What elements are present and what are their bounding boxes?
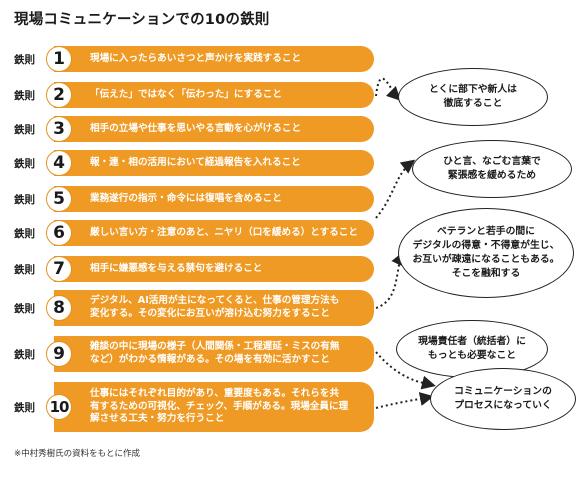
rule-number: 9 bbox=[46, 341, 72, 367]
rule-label: 鉄則 bbox=[14, 157, 35, 170]
connector-rule8-bubble3 bbox=[375, 251, 405, 309]
rule-text: 相手の立場や仕事を思いやる言動を心がけること bbox=[90, 122, 302, 134]
bubble-staff-newcomers: とくに部下や新人は 徹底すること bbox=[398, 68, 548, 126]
connector-rule6-bubble2 bbox=[375, 159, 416, 219]
rule-number: 2 bbox=[46, 82, 72, 108]
bubble-ease-tension: ひと言、なごむ言葉で 緊張感を緩めるため bbox=[412, 140, 572, 198]
bubble-communication-process: コミュニケーションの プロセスになっていく bbox=[430, 368, 576, 430]
rule-text: 報・連・相の活用において経過報告を入れること bbox=[90, 156, 301, 168]
rule-label: 鉄則 bbox=[14, 123, 35, 136]
rule-number: 3 bbox=[46, 116, 72, 142]
rule-bar bbox=[54, 186, 374, 212]
rule-2: 鉄則 2 「伝えた」ではなく「伝わった」にすること bbox=[14, 82, 374, 108]
rule-label: 鉄則 bbox=[14, 89, 35, 102]
rule-number: 7 bbox=[46, 256, 72, 282]
rule-text: デジタル、AI活用が主になってくると、仕事の管理方法も 変化する。その変化にお互… bbox=[90, 295, 340, 319]
rule-number: 10 bbox=[46, 394, 72, 420]
rule-number: 8 bbox=[46, 295, 72, 321]
rule-number: 5 bbox=[46, 186, 72, 212]
rule-7: 鉄則 7 相手に嫌悪感を与える禁句を避けること bbox=[14, 256, 374, 282]
rule-bar bbox=[54, 150, 374, 176]
rule-8: 鉄則 8 デジタル、AI活用が主になってくると、仕事の管理方法も 変化する。その… bbox=[14, 290, 374, 326]
connector-rule10-bubble5 bbox=[375, 392, 434, 409]
rule-label: 鉄則 bbox=[14, 302, 35, 315]
rule-bar bbox=[54, 382, 374, 432]
rule-label: 鉄則 bbox=[14, 348, 35, 361]
rule-label: 鉄則 bbox=[14, 193, 35, 206]
rule-number: 1 bbox=[46, 46, 72, 72]
rule-number: 6 bbox=[46, 220, 72, 246]
rule-4: 鉄則 4 報・連・相の活用において経過報告を入れること bbox=[14, 150, 374, 176]
rule-9: 鉄則 9 雑談の中に現場の様子（人間関係・工程遅延・ミスの有無 など）がわかる情… bbox=[14, 336, 374, 372]
rule-bar bbox=[54, 336, 374, 372]
rule-text: 仕事にはそれぞれ目的があり、重要度もある。それらを共 有するための可視化、チェッ… bbox=[90, 387, 349, 425]
rule-10: 鉄則 10 仕事にはそれぞれ目的があり、重要度もある。それらを共 有するための可… bbox=[14, 382, 374, 432]
rule-text: 「伝えた」ではなく「伝わった」にすること bbox=[90, 88, 282, 100]
rule-bar bbox=[54, 116, 374, 142]
rule-6: 鉄則 6 厳しい言い方・注意のあと、ニヤリ（口を緩める）とすること bbox=[14, 220, 374, 246]
connector-rule2-bubble1 bbox=[375, 77, 401, 101]
rule-bar bbox=[54, 256, 374, 282]
rule-text: 雑談の中に現場の様子（人間関係・工程遅延・ミスの有無 など）がわかる情報がある。… bbox=[90, 341, 340, 365]
rule-label: 鉄則 bbox=[14, 263, 35, 276]
rule-text: 相手に嫌悪感を与える禁句を避けること bbox=[90, 262, 263, 274]
rule-text: 業務遂行の指示・命令には復唱を含めること bbox=[90, 192, 282, 204]
source-note: ※中村秀樹氏の資料をもとに作成 bbox=[14, 449, 140, 459]
rule-label: 鉄則 bbox=[14, 53, 35, 66]
bubble-digital-gap: ベテランと若手の間に デジタルの得意・不得意が生じ、 お互いが疎遠になることもあ… bbox=[398, 208, 574, 298]
rule-bar bbox=[54, 290, 374, 326]
rule-label: 鉄則 bbox=[14, 401, 35, 414]
rule-number: 4 bbox=[46, 150, 72, 176]
rule-bar bbox=[54, 220, 374, 246]
rule-bar bbox=[54, 82, 374, 108]
rule-5: 鉄則 5 業務遂行の指示・命令には復唱を含めること bbox=[14, 186, 374, 212]
page-title: 現場コミュニケーションでの10の鉄則 bbox=[14, 12, 270, 28]
rule-1: 鉄則 1 現場に入ったらあいさつと声かけを実践すること bbox=[14, 46, 374, 72]
rule-3: 鉄則 3 相手の立場や仕事を思いやる言動を心がけること bbox=[14, 116, 374, 142]
rule-text: 厳しい言い方・注意のあと、ニヤリ（口を緩める）とすること bbox=[90, 226, 358, 238]
rule-text: 現場に入ったらあいさつと声かけを実践すること bbox=[90, 52, 302, 64]
rule-label: 鉄則 bbox=[14, 227, 35, 240]
rule-bar bbox=[54, 46, 374, 72]
